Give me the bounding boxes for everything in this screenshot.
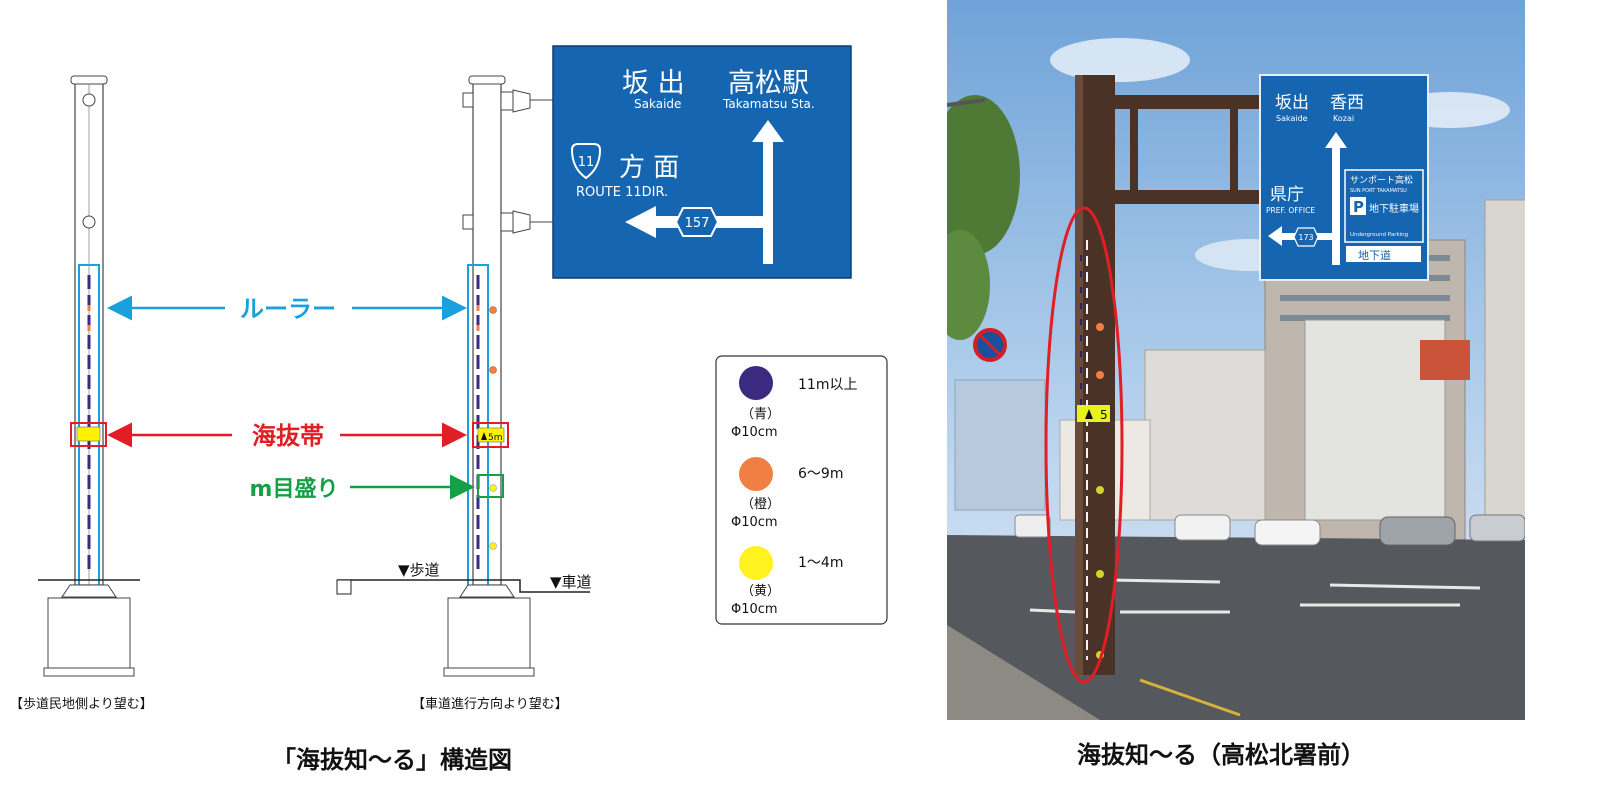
left-pole xyxy=(38,75,140,677)
marker-orange-2 xyxy=(489,366,497,374)
marker-orange-1 xyxy=(489,306,497,314)
photo-pole-band-text: 5 xyxy=(1100,408,1108,422)
legend-size: Φ10cm xyxy=(731,515,778,530)
legend-size: Φ10cm xyxy=(731,602,778,617)
legend-range: 6～9m xyxy=(798,466,843,482)
marker-yellow-1 xyxy=(489,484,497,492)
photo-road-sign: 坂出 香西 Sakaide Kozai 県庁 PREF. OFFICE サンポー… xyxy=(1259,74,1429,281)
marker-yellow-2 xyxy=(489,542,497,550)
street-photo: 5 坂出 香西 Sakaide Kozai 県庁 PREF. OFFICE サン… xyxy=(947,0,1525,720)
right-pole: 5m xyxy=(336,75,590,677)
legend-box: 11m以上 （青） Φ10cm 6～9m （橙） Φ10cm 1～4m （黄） … xyxy=(715,355,888,625)
legend-range: 11m以上 xyxy=(798,377,857,393)
legend-item-blue: 11m以上 （青） Φ10cm xyxy=(731,366,857,440)
photo-sign-parking-title-en: SUN PORT TAKAMATSU xyxy=(1350,188,1407,194)
sidewalk-label: ▼歩道 xyxy=(398,561,440,579)
legend-color-name: （橙） xyxy=(741,497,780,512)
sign-road-number: 157 xyxy=(685,216,710,231)
diagram-caption: 「海抜知～る」構造図 xyxy=(272,746,512,774)
photo-caption: 海抜知～る（高松北署前） xyxy=(1077,741,1365,769)
ruler-annotation: ルーラー xyxy=(107,295,467,323)
sign-up-arrow-icon xyxy=(752,120,784,264)
right-band-value: 5m xyxy=(488,433,503,443)
legend-item-yellow: 1～4m （黄） Φ10cm xyxy=(731,546,843,617)
ground-line xyxy=(337,579,590,593)
parking-p-icon xyxy=(1350,197,1366,215)
diagram-road-sign: 坂 出 高松駅 Sakaide Takamatsu Sta. 11 方 面 RO… xyxy=(552,45,852,279)
scale-annotation: m目盛り xyxy=(250,474,475,502)
photo-sign-dest1: 坂出 xyxy=(1275,93,1309,113)
road-hexagon-icon xyxy=(674,207,720,237)
sign-direction-jp: 方 面 xyxy=(619,153,679,183)
photo-pole-band xyxy=(1077,405,1110,422)
sign-dest2-jp: 高松駅 xyxy=(728,68,809,99)
legend-color-name: （青） xyxy=(741,407,780,422)
band-annotation: 海抜帯 xyxy=(107,422,467,450)
arm-bracket-upper xyxy=(500,89,555,113)
arm-bracket-lower xyxy=(500,210,555,234)
photo-sign-parking-title: サンポート高松 xyxy=(1350,174,1413,186)
scale-label: m目盛り xyxy=(250,476,339,502)
photo-sign-dest1-en: Sakaide xyxy=(1276,114,1308,123)
photo-sign-parking: 地下駐車場 xyxy=(1369,202,1419,215)
roadway-label: ▼車道 xyxy=(550,573,592,591)
view-left-caption: 【歩道民地側より望む】 xyxy=(10,697,153,712)
legend-item-orange: 6～9m （橙） Φ10cm xyxy=(731,457,843,530)
band-label: 海抜帯 xyxy=(252,422,324,450)
legend-color-name: （黄） xyxy=(741,584,780,599)
photo-sign-parking-en: Underground Parking xyxy=(1350,232,1408,238)
sign-route-number: 11 xyxy=(578,155,595,170)
sign-route-en: ROUTE 11DIR. xyxy=(576,185,668,200)
photo-sign-left-en: PREF. OFFICE xyxy=(1266,206,1315,215)
ruler-label: ルーラー xyxy=(240,295,336,323)
view-right-caption: 【車道進行方向より望む】 xyxy=(412,697,568,712)
highlight-ellipse xyxy=(1044,206,1124,684)
scale-frame xyxy=(477,474,504,498)
sign-dest2-en: Takamatsu Sta. xyxy=(722,97,815,111)
left-band-frame xyxy=(70,422,107,447)
photo-sign-road-number: 173 xyxy=(1298,233,1313,242)
route-shield-icon xyxy=(570,143,602,180)
photo-sign-underpass: 地下道 xyxy=(1358,248,1391,262)
photo-sign-left: 県庁 xyxy=(1270,185,1304,205)
sign-dest1-jp: 坂 出 xyxy=(622,68,685,99)
photo-sign-dest2-en: Kozai xyxy=(1333,114,1354,123)
legend-range: 1～4m xyxy=(798,555,843,571)
photo-sign-dest2: 香西 xyxy=(1330,93,1364,113)
right-band-frame xyxy=(472,422,509,448)
sign-dest1-en: Sakaide xyxy=(634,97,681,111)
svg-text:P: P xyxy=(1353,198,1364,216)
legend-size: Φ10cm xyxy=(731,425,778,440)
